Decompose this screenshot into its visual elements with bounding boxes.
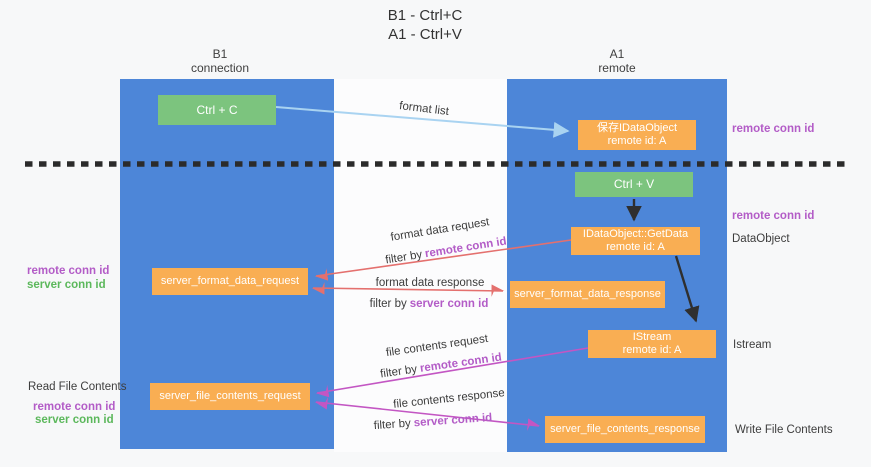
title-line-1: B1 - Ctrl+C [387,7,463,24]
server-conn-id-text: server conn id [409,298,489,310]
annotation-istream: Istream [733,339,772,351]
lifeline-a1-name: A1 [609,47,625,61]
getdata-box: IDataObject::GetData remote id: A [571,227,700,255]
server-file-contents-request-label: server_file_contents_request [159,390,301,402]
server-format-data-request-label: server_format_data_request [160,275,300,287]
getdata-line1: IDataObject::GetData [582,228,689,240]
ctrl-c-box: Ctrl + C [158,95,276,125]
annotation-remote-conn-id-mid: remote conn id [732,210,815,222]
save-dataobject-line1: 保存IDataObject [596,122,678,134]
diagram-title: B1 - Ctrl+C A1 - Ctrl+V [300,6,550,44]
server-file-contents-response-box: server_file_contents_response [545,416,705,443]
title-line-2: A1 - Ctrl+V [388,26,462,43]
annotation-dataobject: DataObject [732,233,790,245]
istream-box: IStream remote id: A [588,330,716,358]
lifeline-a1-role: remote [598,61,636,75]
lifeline-b1-name: B1 [212,47,228,61]
lifeline-b1-role: connection [190,61,250,75]
istream-line2: remote id: A [622,344,682,356]
save-dataobject-line2: remote id: A [607,135,667,147]
filter-by-text: filter by [369,298,407,310]
annotation-remote-conn-id-left: remote conn id [27,265,110,277]
server-file-contents-request-box: server_file_contents_request [150,383,310,410]
annotation-remote-conn-id-top: remote conn id [732,123,815,135]
getdata-line2: remote id: A [606,241,665,253]
lifeline-header-a1: A1 remote [547,47,687,75]
server-format-data-response-box: server_format_data_response [510,281,665,308]
ctrl-v-label: Ctrl + V [613,177,655,191]
lifeline-header-b1: B1 connection [150,47,290,75]
annotation-remote-conn-id-left2: remote conn id [33,401,116,413]
istream-line1: IStream [632,331,672,343]
server-format-data-response-label: server_format_data_response [514,288,661,300]
annotation-server-conn-id-left: server conn id [27,279,106,291]
annotation-read-file-contents: Read File Contents [28,381,127,393]
server-format-data-request-box: server_format_data_request [152,268,308,295]
annotation-server-conn-id-left2: server conn id [35,414,114,426]
label-format-data-response: format data response [375,277,485,289]
ctrl-v-box: Ctrl + V [575,172,693,197]
save-dataobject-box: 保存IDataObject remote id: A [578,120,696,150]
annotation-write-file-contents: Write File Contents [735,424,833,436]
server-file-contents-response-label: server_file_contents_response [550,423,700,435]
ctrl-c-label: Ctrl + C [196,102,238,117]
